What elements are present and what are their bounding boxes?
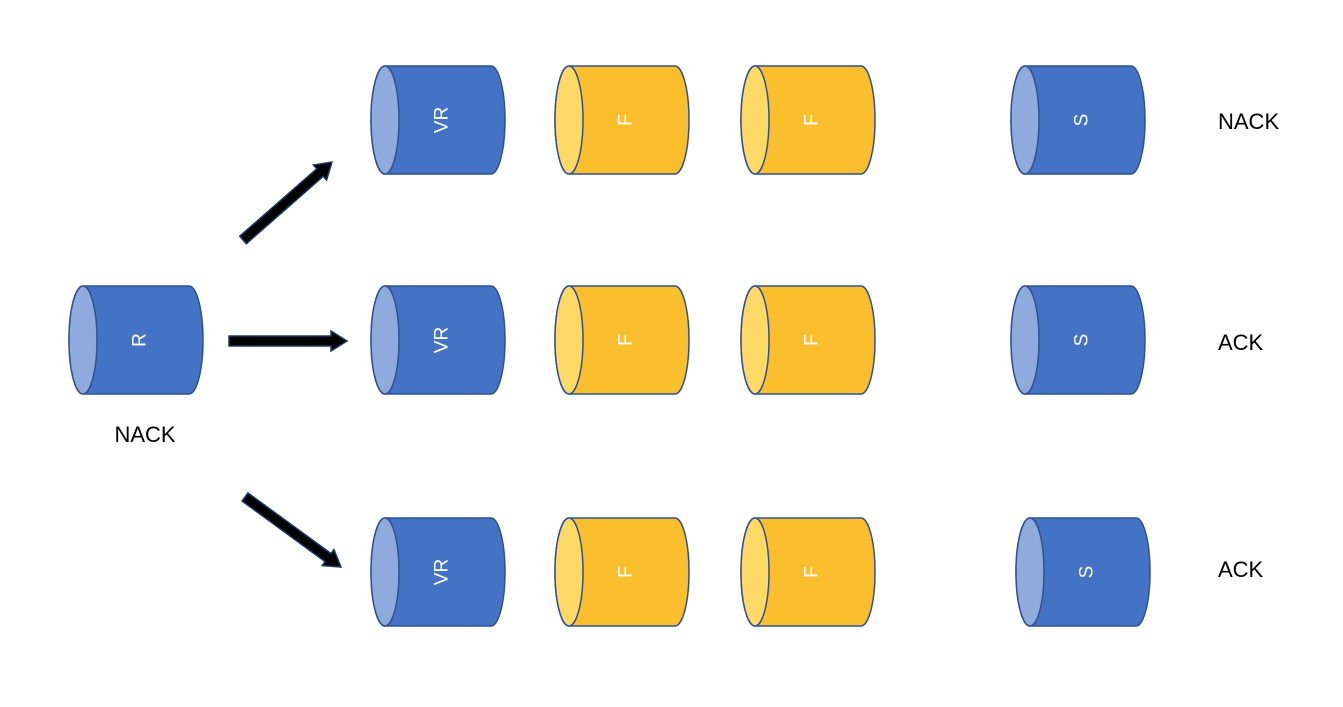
cylinder-row-1-1: VR <box>370 65 506 175</box>
source-status: NACK <box>114 422 175 447</box>
arrow-to-row-3 <box>241 491 343 568</box>
cylinder-row-3-1: VR <box>370 517 506 627</box>
cylinder-end <box>1010 65 1040 175</box>
cylinder-row-1-2: F <box>554 65 690 175</box>
cylinder-row-3-4: S <box>1015 517 1151 627</box>
cylinder-label: VR <box>432 107 453 133</box>
row-status: ACK <box>1218 330 1264 355</box>
cylinder-label: VR <box>432 327 453 353</box>
cylinder-label: R <box>130 333 151 347</box>
row-status: ACK <box>1218 557 1264 582</box>
cylinder-end <box>554 517 584 627</box>
cylinder-row-1-4: S <box>1010 65 1146 175</box>
cylinder-end <box>370 517 400 627</box>
cylinder-label: F <box>616 114 637 126</box>
cylinder-label: F <box>802 566 823 578</box>
cylinder-label: F <box>802 334 823 346</box>
cylinder-row-2-4: S <box>1010 285 1146 395</box>
cylinder-end <box>740 517 770 627</box>
cylinder-end <box>554 65 584 175</box>
cylinder-label: F <box>616 566 637 578</box>
statuses-layer: NACK NACK ACK ACK <box>114 109 1279 582</box>
cylinder-end <box>740 285 770 395</box>
cylinder-end <box>68 285 98 395</box>
row-status: NACK <box>1218 109 1279 134</box>
cylinder-row-3-2: F <box>554 517 690 627</box>
cylinder-label: VR <box>432 559 453 585</box>
cylinder-end <box>1010 285 1040 395</box>
cylinder-label: F <box>802 114 823 126</box>
cylinder-end <box>370 65 400 175</box>
cylinder-end <box>370 285 400 395</box>
arrow-to-row-1 <box>238 161 334 245</box>
cylinder-row-2-2: F <box>554 285 690 395</box>
cylinder-label: F <box>616 334 637 346</box>
nodes-layer: R VR F F S VR F F S VR F F S <box>68 65 1151 627</box>
cylinder-end <box>740 65 770 175</box>
arrow-to-row-2 <box>228 329 349 353</box>
cylinder-row-1-3: F <box>740 65 876 175</box>
cylinder-source: R <box>68 285 204 395</box>
cylinder-row-2-3: F <box>740 285 876 395</box>
cylinder-end <box>1015 517 1045 627</box>
cylinder-row-3-3: F <box>740 517 876 627</box>
cylinder-end <box>554 285 584 395</box>
cylinder-label: S <box>1072 334 1093 347</box>
cylinder-label: S <box>1077 566 1098 579</box>
cylinder-label: S <box>1072 114 1093 127</box>
arrows-layer <box>228 161 349 568</box>
cylinder-row-2-1: VR <box>370 285 506 395</box>
